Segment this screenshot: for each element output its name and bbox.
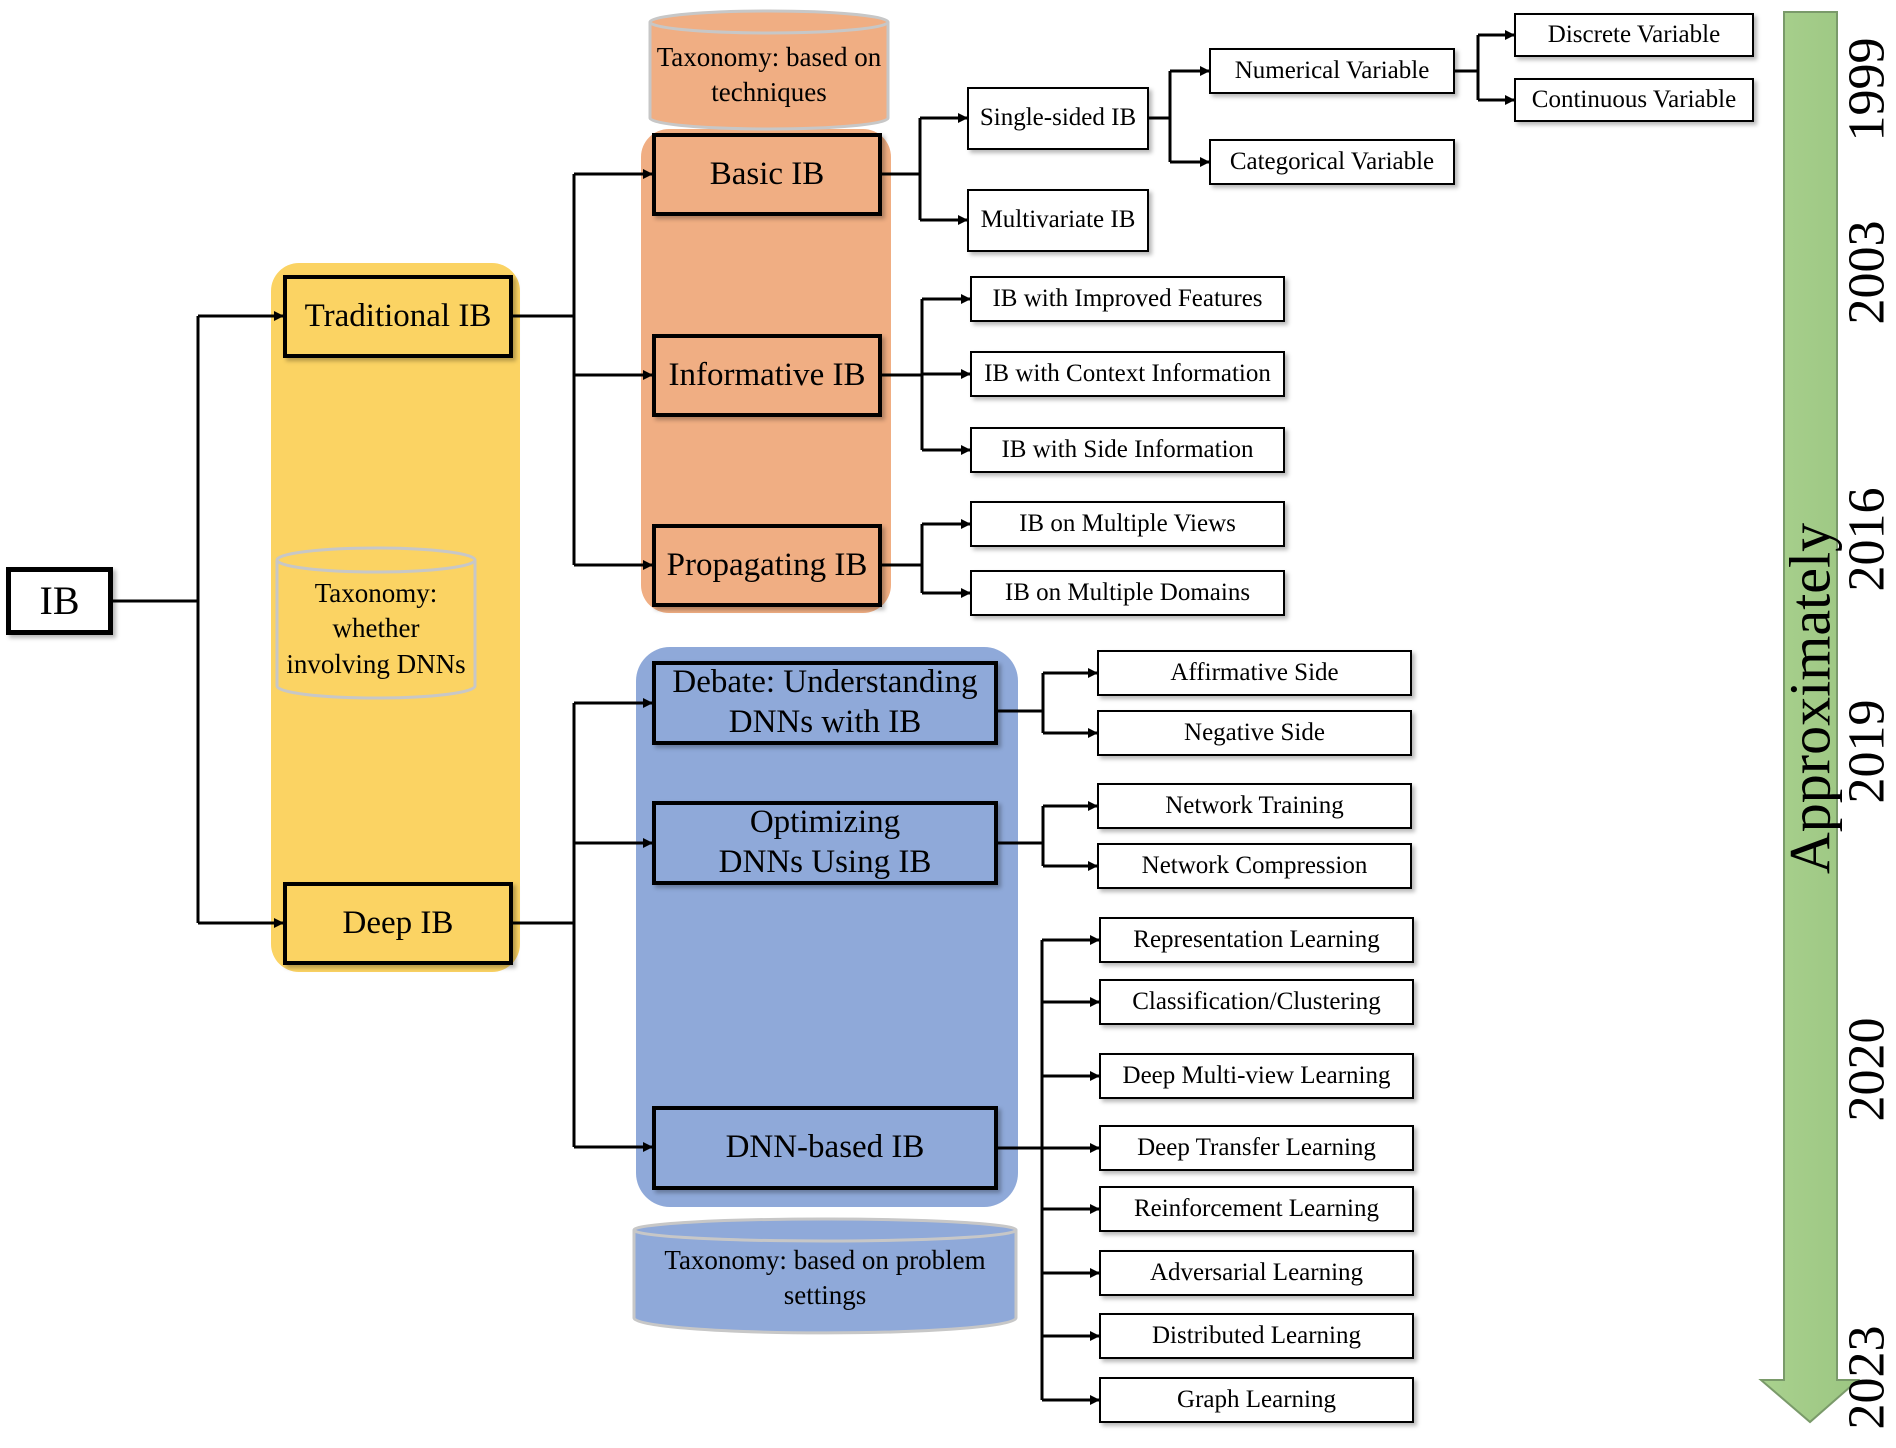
debate-child: Negative Side [1097, 710, 1412, 756]
dnn-based-child: Representation Learning [1099, 917, 1414, 963]
propagating-ib-node: Propagating IB [652, 524, 882, 607]
dnn-based-child: Deep Multi-view Learning [1099, 1053, 1414, 1099]
debate-child: Affirmative Side [1097, 650, 1412, 696]
informative-child: IB with Improved Features [970, 276, 1285, 322]
deep-ib-node: Deep IB [283, 882, 513, 965]
dnn-based-child: Graph Learning [1099, 1377, 1414, 1423]
dnn-based-ib-node: DNN-based IB [652, 1106, 998, 1190]
numerical-variable-node: Numerical Variable [1209, 48, 1455, 94]
taxonomy-techniques-label: Taxonomy: based on techniques [655, 34, 883, 116]
timeline-year: 2003 [1838, 203, 1896, 343]
optimizing-child: Network Training [1097, 783, 1412, 829]
timeline-label: Approximately [1777, 499, 1844, 899]
propagating-child: IB on Multiple Domains [970, 570, 1285, 616]
timeline-year: 2016 [1838, 470, 1896, 610]
timeline-year: 2020 [1838, 1000, 1896, 1140]
single-sided-ib-node: Single-sided IB [967, 87, 1149, 150]
taxonomy-problem-settings-label: Taxonomy: based on problem settings [640, 1242, 1010, 1314]
propagating-child: IB on Multiple Views [970, 501, 1285, 547]
continuous-variable-node: Continuous Variable [1514, 78, 1754, 122]
optimizing-child: Network Compression [1097, 843, 1412, 889]
optimizing-dnns-node: Optimizing DNNs Using IB [652, 801, 998, 885]
categorical-variable-node: Categorical Variable [1209, 139, 1455, 185]
timeline-year: 2019 [1838, 682, 1896, 822]
dnn-based-child: Reinforcement Learning [1099, 1186, 1414, 1232]
traditional-ib-node: Traditional IB [283, 275, 513, 358]
informative-child: IB with Context Information [970, 351, 1285, 397]
basic-ib-node: Basic IB [652, 133, 882, 216]
dnn-based-child: Classification/Clustering [1099, 979, 1414, 1025]
discrete-variable-node: Discrete Variable [1514, 13, 1754, 57]
dnn-based-child: Adversarial Learning [1099, 1250, 1414, 1296]
timeline-year: 1999 [1838, 20, 1896, 160]
ib-root-node: IB [6, 567, 113, 635]
timeline-year: 2023 [1838, 1308, 1896, 1448]
informative-child: IB with Side Information [970, 427, 1285, 473]
informative-ib-node: Informative IB [652, 334, 882, 417]
debate-node: Debate: Understanding DNNs with IB [652, 661, 998, 745]
dnn-based-child: Distributed Learning [1099, 1313, 1414, 1359]
dnn-based-child: Deep Transfer Learning [1099, 1125, 1414, 1171]
taxonomy-dnns-label: Taxonomy: whether involving DNNs [282, 568, 470, 690]
multivariate-ib-node: Multivariate IB [967, 189, 1149, 252]
